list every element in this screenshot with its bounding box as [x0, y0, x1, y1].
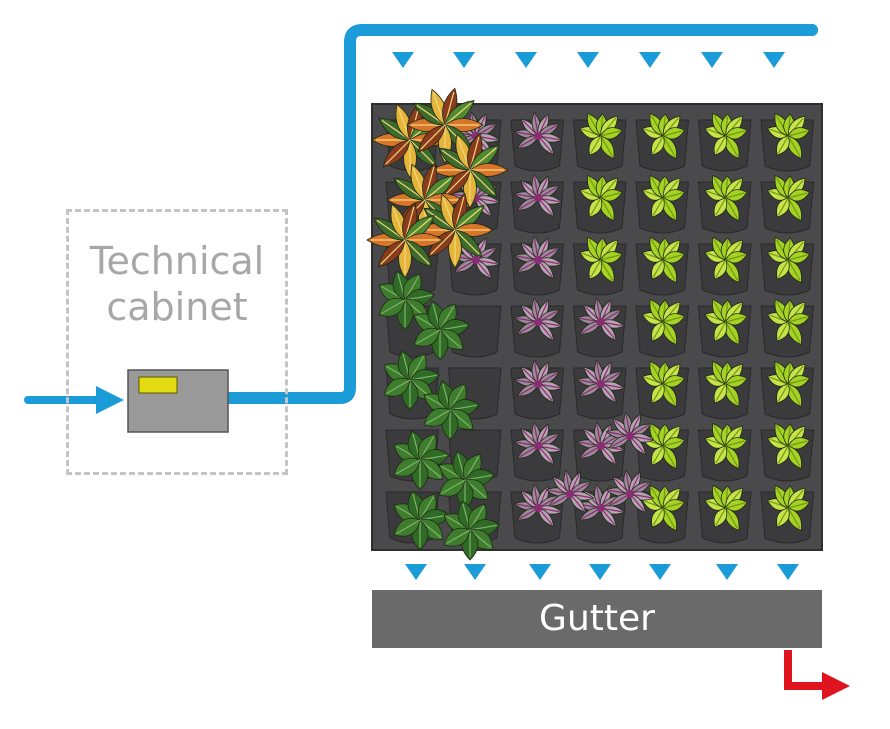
plant-philodendron [423, 380, 481, 441]
plant-tradescantia [513, 235, 563, 279]
plant-pothos [767, 360, 811, 408]
plant-pothos [642, 298, 686, 346]
plant-tradescantia [605, 469, 655, 513]
plant-philodendron [393, 490, 451, 551]
plant-pothos [704, 236, 748, 284]
drip-arrow-icon [589, 564, 611, 580]
plant-pothos [642, 484, 686, 532]
plant-pothos [579, 112, 623, 160]
plant-philodendron [438, 450, 496, 511]
pump-indicator [138, 376, 178, 394]
gutter-label: Gutter [539, 598, 655, 639]
plant-tradescantia [576, 359, 626, 403]
plant-croton [406, 87, 484, 164]
plant-pothos [642, 174, 686, 222]
plant-tradescantia [576, 421, 626, 465]
plant-tradescantia [513, 421, 563, 465]
plant-pothos [704, 174, 748, 222]
plant-pothos [704, 484, 748, 532]
drip-arrow-icon [453, 52, 475, 68]
plant-tradescantia [605, 411, 655, 455]
plant-pothos [642, 112, 686, 160]
drip-arrow-icon [392, 52, 414, 68]
plant-croton [416, 192, 494, 269]
plant-pothos [642, 360, 686, 408]
bottom-drips [405, 564, 799, 580]
plant-pothos [704, 112, 748, 160]
plant-tradescantia [545, 469, 595, 513]
drip-arrow-icon [464, 564, 486, 580]
drip-arrow-icon [701, 52, 723, 68]
plant-tradescantia [513, 297, 563, 341]
plant-pothos [767, 298, 811, 346]
gutter [372, 590, 822, 648]
cabinet-label-line-1: Technical [89, 239, 265, 283]
drain-arrow-icon [784, 650, 850, 700]
drip-arrow-icon [763, 52, 785, 68]
plants [366, 87, 811, 561]
plant-pothos [767, 112, 811, 160]
top-drips [392, 52, 785, 68]
pump-icon [127, 369, 229, 433]
drip-arrow-icon [639, 52, 661, 68]
plant-pothos [579, 174, 623, 222]
plant-pothos [642, 236, 686, 284]
drip-arrow-icon [716, 564, 738, 580]
plant-pothos [704, 360, 748, 408]
water-inlet-arrow-icon [96, 386, 124, 414]
plant-philodendron [393, 430, 451, 491]
drip-arrow-icon [405, 564, 427, 580]
water-supply-pipe [24, 24, 818, 414]
plant-pothos [767, 422, 811, 470]
plant-tradescantia [576, 297, 626, 341]
plant-philodendron [413, 300, 471, 361]
drip-arrow-icon [777, 564, 799, 580]
plant-tradescantia [513, 111, 563, 155]
plant-tradescantia [513, 173, 563, 217]
plant-croton [366, 202, 444, 279]
plant-pothos [767, 484, 811, 532]
green-wall-panel [366, 87, 823, 561]
plant-pothos [704, 298, 748, 346]
plant-tradescantia [513, 359, 563, 403]
plant-pothos [579, 236, 623, 284]
plant-pothos [767, 236, 811, 284]
plant-pothos [704, 422, 748, 470]
drip-arrow-icon [577, 52, 599, 68]
plant-pothos [767, 174, 811, 222]
drip-arrow-icon [515, 52, 537, 68]
drip-arrow-icon [649, 564, 671, 580]
drip-arrow-icon [529, 564, 551, 580]
technical-cabinet [66, 209, 288, 475]
technical-cabinet-label: Technical cabinet [66, 238, 288, 330]
plant-tradescantia [513, 483, 563, 527]
plant-philodendron [443, 500, 501, 561]
plant-pothos [642, 422, 686, 470]
plant-philodendron [378, 270, 436, 331]
cabinet-label-line-2: cabinet [106, 285, 248, 329]
plant-croton [431, 132, 509, 209]
